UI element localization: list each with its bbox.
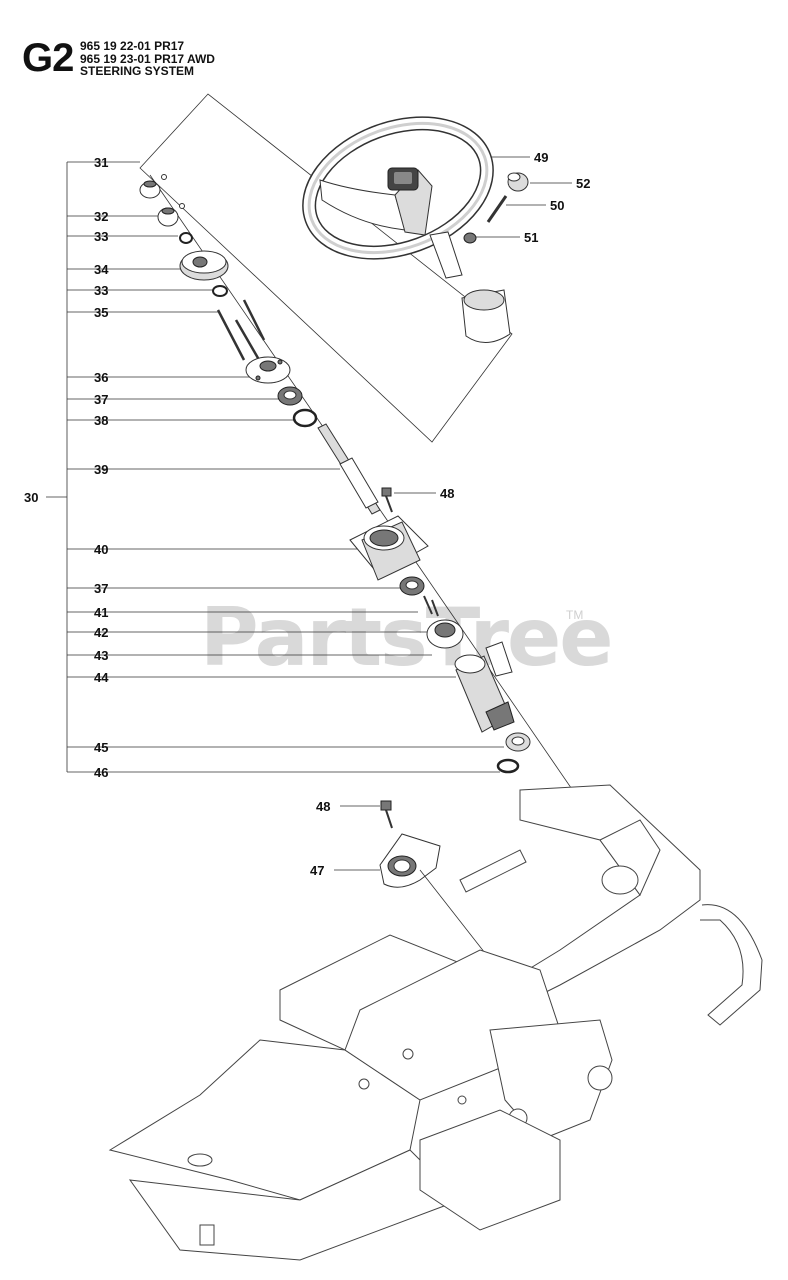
callout-49: 49 <box>534 150 548 165</box>
callout-33a: 33 <box>94 229 108 244</box>
callout-31: 31 <box>94 155 108 170</box>
part-47-bracket <box>379 833 441 888</box>
callout-48b: 48 <box>316 799 330 814</box>
part-46-clip <box>496 758 520 774</box>
part-33-ring-b <box>212 285 228 297</box>
part-43-bracket <box>485 641 513 677</box>
part-48-bolt-a <box>381 487 393 513</box>
callout-51: 51 <box>524 230 538 245</box>
part-52-knob <box>507 172 529 192</box>
callout-41: 41 <box>94 605 108 620</box>
callout-36: 36 <box>94 370 108 385</box>
part-49-steering-wheel <box>302 116 494 279</box>
callout-35: 35 <box>94 305 108 320</box>
callout-45: 45 <box>94 740 108 755</box>
callout-46: 46 <box>94 765 108 780</box>
part-45-seal <box>505 732 531 752</box>
callout-34: 34 <box>94 262 109 277</box>
part-38-ring <box>292 408 318 428</box>
part-37-bearing-b <box>399 576 425 596</box>
part-32-bushing <box>157 203 185 227</box>
watermark: PartsTree <box>200 591 614 684</box>
header-lines: 965 19 22-01 PR17 965 19 23-01 PR17 AWD … <box>80 40 215 78</box>
part-41-screw <box>423 595 439 617</box>
callout-32: 32 <box>94 209 108 224</box>
callout-38: 38 <box>94 413 108 428</box>
watermark-tm: TM <box>566 608 584 622</box>
part-50-pin <box>486 195 508 223</box>
model-number-1: 965 19 22-01 PR17 <box>80 39 185 53</box>
callout-43: 43 <box>94 648 108 663</box>
callout-30: 30 <box>24 490 38 505</box>
callout-39: 39 <box>94 462 108 477</box>
callout-42: 42 <box>94 625 108 640</box>
wheel-adapter <box>461 289 511 343</box>
part-35-bolts <box>216 299 266 366</box>
part-40-housing <box>349 515 429 581</box>
callout-37a: 37 <box>94 392 108 407</box>
part-34-hub <box>179 250 229 281</box>
callout-48a: 48 <box>440 486 454 501</box>
model-number-2: 965 19 23-01 PR17 AWD <box>80 51 215 66</box>
callout-47: 47 <box>310 863 324 878</box>
callout-40: 40 <box>94 542 108 557</box>
part-51-nut <box>463 232 477 244</box>
section-code: G2 <box>22 36 74 80</box>
part-44-motor <box>454 654 515 733</box>
callout-52: 52 <box>576 176 590 191</box>
part-31-cap <box>139 174 167 199</box>
callout-37b: 37 <box>94 581 108 596</box>
callout-44: 44 <box>94 670 109 685</box>
chassis-frame <box>108 784 763 1261</box>
wheel-detail-inset <box>139 93 513 443</box>
callout-33b: 33 <box>94 283 108 298</box>
group-bracket-30 <box>46 161 504 773</box>
part-39-shaft <box>317 423 381 515</box>
callout-50: 50 <box>550 198 564 213</box>
part-48-bolt-b <box>380 800 393 829</box>
part-37-bearing-a <box>277 386 303 406</box>
section-title: STEERING SYSTEM <box>80 64 195 78</box>
part-42-clamp <box>426 619 464 649</box>
part-36-flange <box>245 356 291 384</box>
part-47-leader <box>419 869 493 963</box>
part-33-ring-a <box>179 232 193 244</box>
